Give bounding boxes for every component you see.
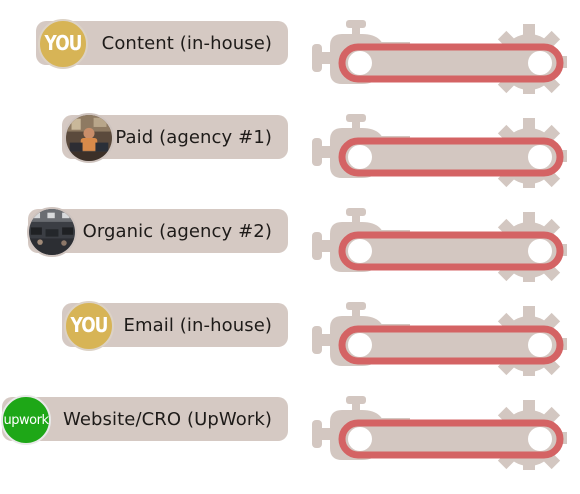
you-badge-icon: YOU bbox=[38, 19, 88, 69]
channel-label: Content (in-house) bbox=[102, 33, 272, 54]
machine-belt-icon bbox=[310, 0, 572, 94]
upwork-logo-icon: upwork bbox=[1, 395, 51, 445]
machine-belt-icon bbox=[310, 282, 572, 376]
channel-row-website: Website/CRO (UpWork) upwork bbox=[0, 376, 580, 470]
machine-belt-icon bbox=[310, 376, 572, 470]
agency-photo-icon bbox=[27, 207, 77, 257]
agency-photo-icon bbox=[64, 113, 114, 163]
channel-label: Paid (agency #1) bbox=[115, 127, 272, 148]
channel-label: Organic (agency #2) bbox=[83, 221, 272, 242]
channel-row-content: Content (in-house) YOU bbox=[0, 0, 580, 94]
you-badge-text: YOU bbox=[71, 314, 108, 338]
channel-label: Email (in-house) bbox=[124, 315, 273, 336]
upwork-logo-text: upwork bbox=[4, 413, 49, 428]
machine-belt-icon bbox=[310, 94, 572, 188]
channel-label: Website/CRO (UpWork) bbox=[63, 409, 272, 430]
you-badge-icon: YOU bbox=[64, 301, 114, 351]
machine-belt-icon bbox=[310, 188, 572, 282]
channel-row-email: Email (in-house) YOU bbox=[0, 282, 580, 376]
channel-row-organic: Organic (agency #2) bbox=[0, 188, 580, 282]
you-badge-text: YOU bbox=[45, 32, 82, 56]
channel-row-paid: Paid (agency #1) bbox=[0, 94, 580, 188]
